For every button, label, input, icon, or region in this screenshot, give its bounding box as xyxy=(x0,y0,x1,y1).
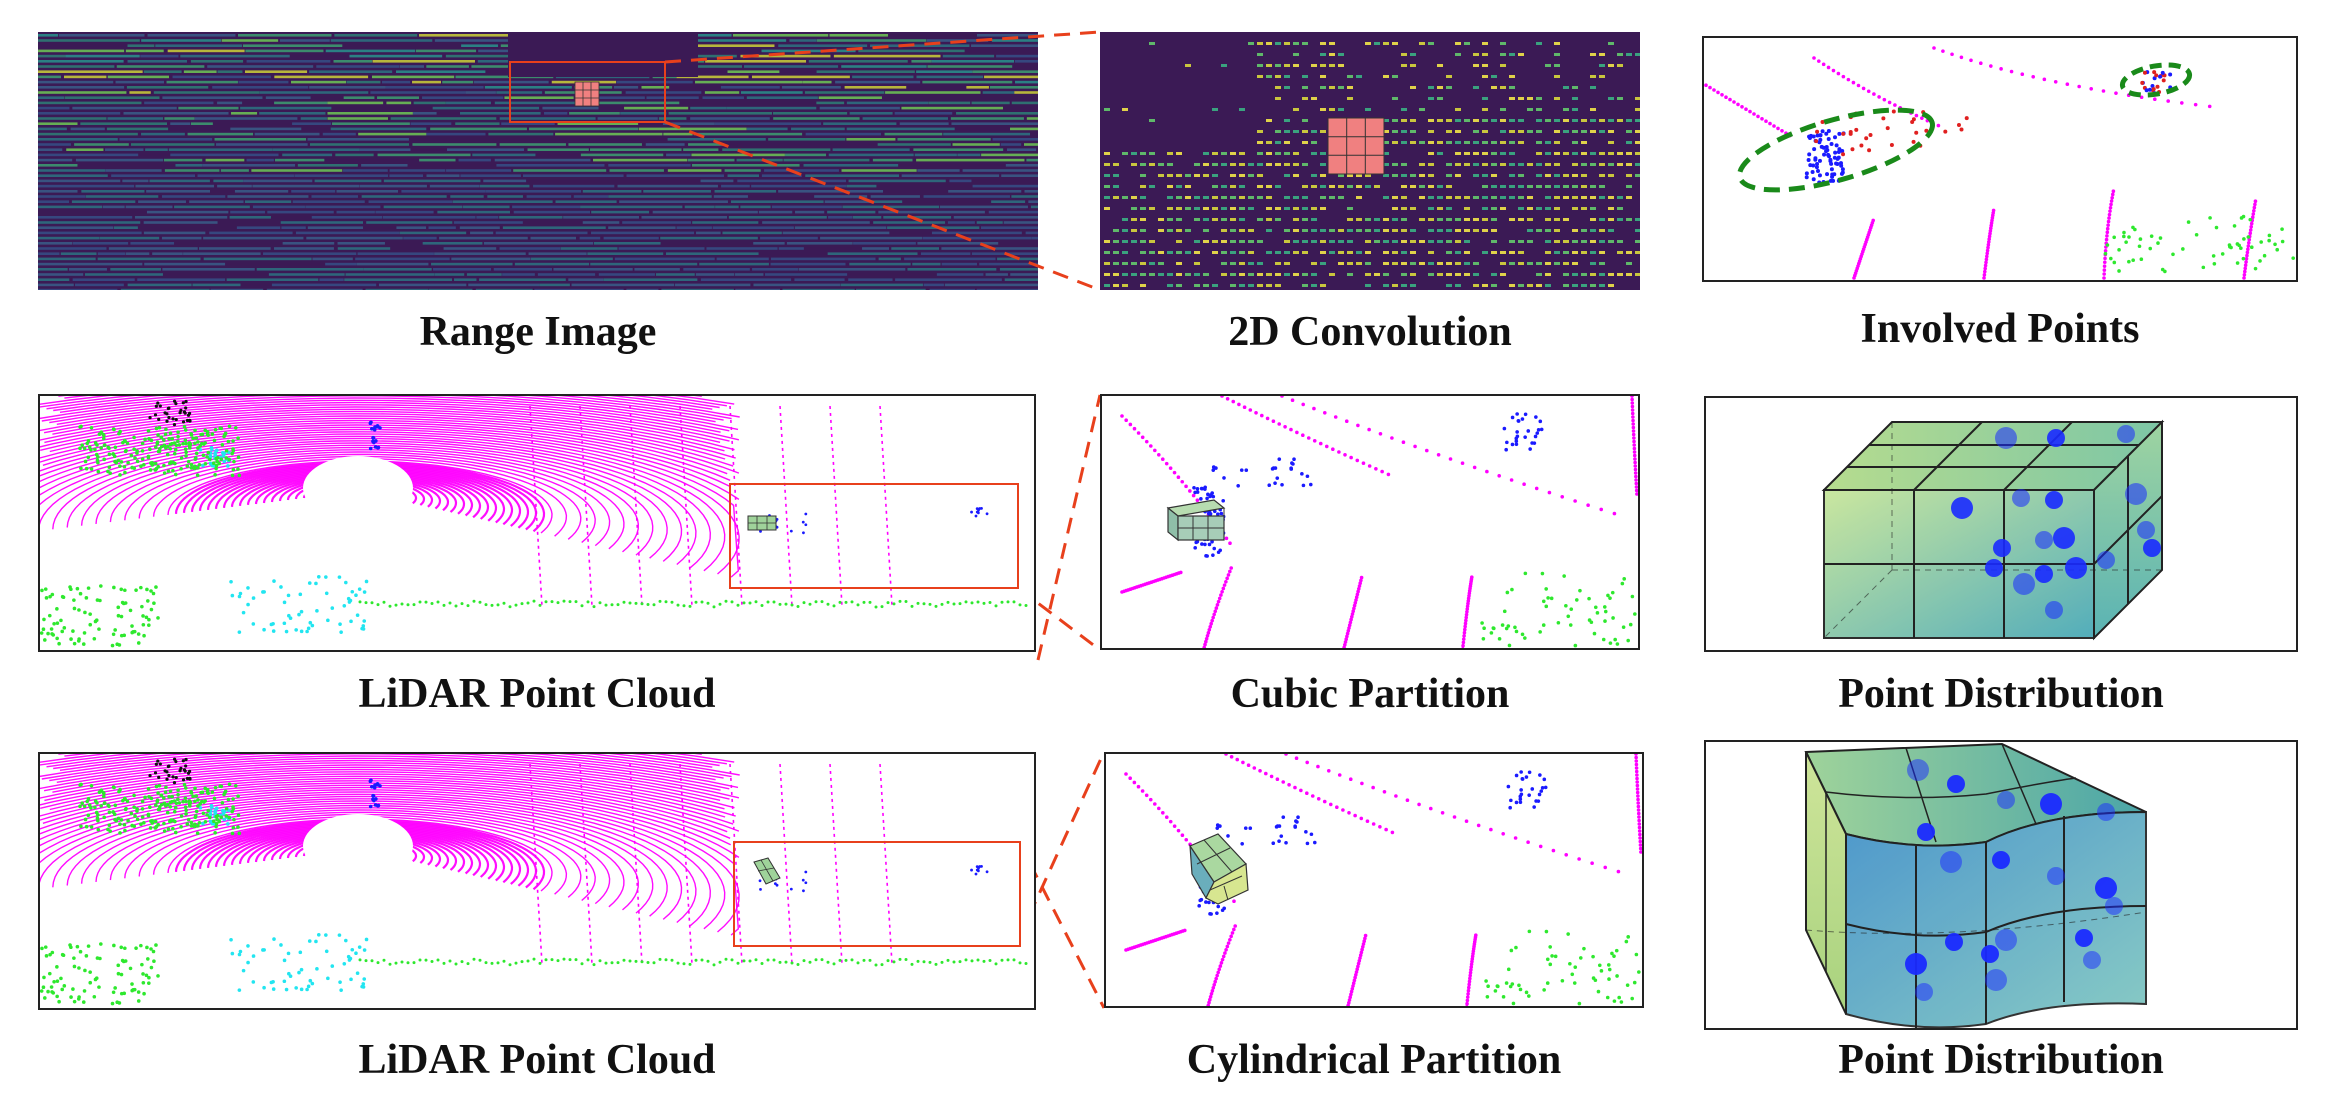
conv2d-panel xyxy=(1100,32,1640,290)
involved-points-panel xyxy=(1702,36,2298,282)
involved-ellipse-right xyxy=(2119,62,2193,98)
point-distribution-panel-1 xyxy=(1704,396,2298,652)
cylindrical-partition-image xyxy=(1124,754,1642,1006)
conv2d-image xyxy=(1100,32,1640,290)
lidar-cloud-image-1 xyxy=(40,396,1028,648)
point-distribution-panel-2 xyxy=(1704,740,2298,1030)
caption-lidar-cloud-1: LiDAR Point Cloud xyxy=(358,671,716,717)
range-image-panel xyxy=(38,32,1038,290)
cubic-voxel-zoom xyxy=(1166,499,1226,542)
lidar-cloud-panel-1 xyxy=(38,394,1036,652)
range-image xyxy=(38,32,1038,290)
caption-cylindrical-partition: Cylindrical Partition xyxy=(1186,1037,1562,1083)
cylindrical-voxel-zoom xyxy=(1189,833,1249,905)
cylindrical-partition-panel xyxy=(1104,752,1644,1008)
caption-conv2d: 2D Convolution xyxy=(1228,309,1512,355)
cubic-partition-image xyxy=(1120,396,1638,648)
caption-point-distribution-1: Point Distribution xyxy=(1838,671,2164,717)
caption-involved-points: Involved Points xyxy=(1860,306,2140,352)
cylindrical-voxel-diagram xyxy=(1804,742,2147,1028)
lidar-cloud-panel-2 xyxy=(38,752,1036,1010)
caption-range-image: Range Image xyxy=(419,309,657,355)
cubic-voxel-diagram xyxy=(1821,419,2165,641)
involved-points-image xyxy=(1704,46,2295,280)
caption-point-distribution-2: Point Distribution xyxy=(1838,1037,2164,1083)
cubic-partition-panel xyxy=(1100,394,1640,650)
caption-lidar-cloud-2: LiDAR Point Cloud xyxy=(358,1037,716,1083)
lidar-cloud-image-2 xyxy=(40,754,1028,1006)
cubic-marker-small xyxy=(747,515,777,531)
cylindrical-marker-small xyxy=(753,857,781,885)
caption-cubic-partition: Cubic Partition xyxy=(1230,671,1510,717)
involved-ellipse-left xyxy=(1737,107,1935,193)
